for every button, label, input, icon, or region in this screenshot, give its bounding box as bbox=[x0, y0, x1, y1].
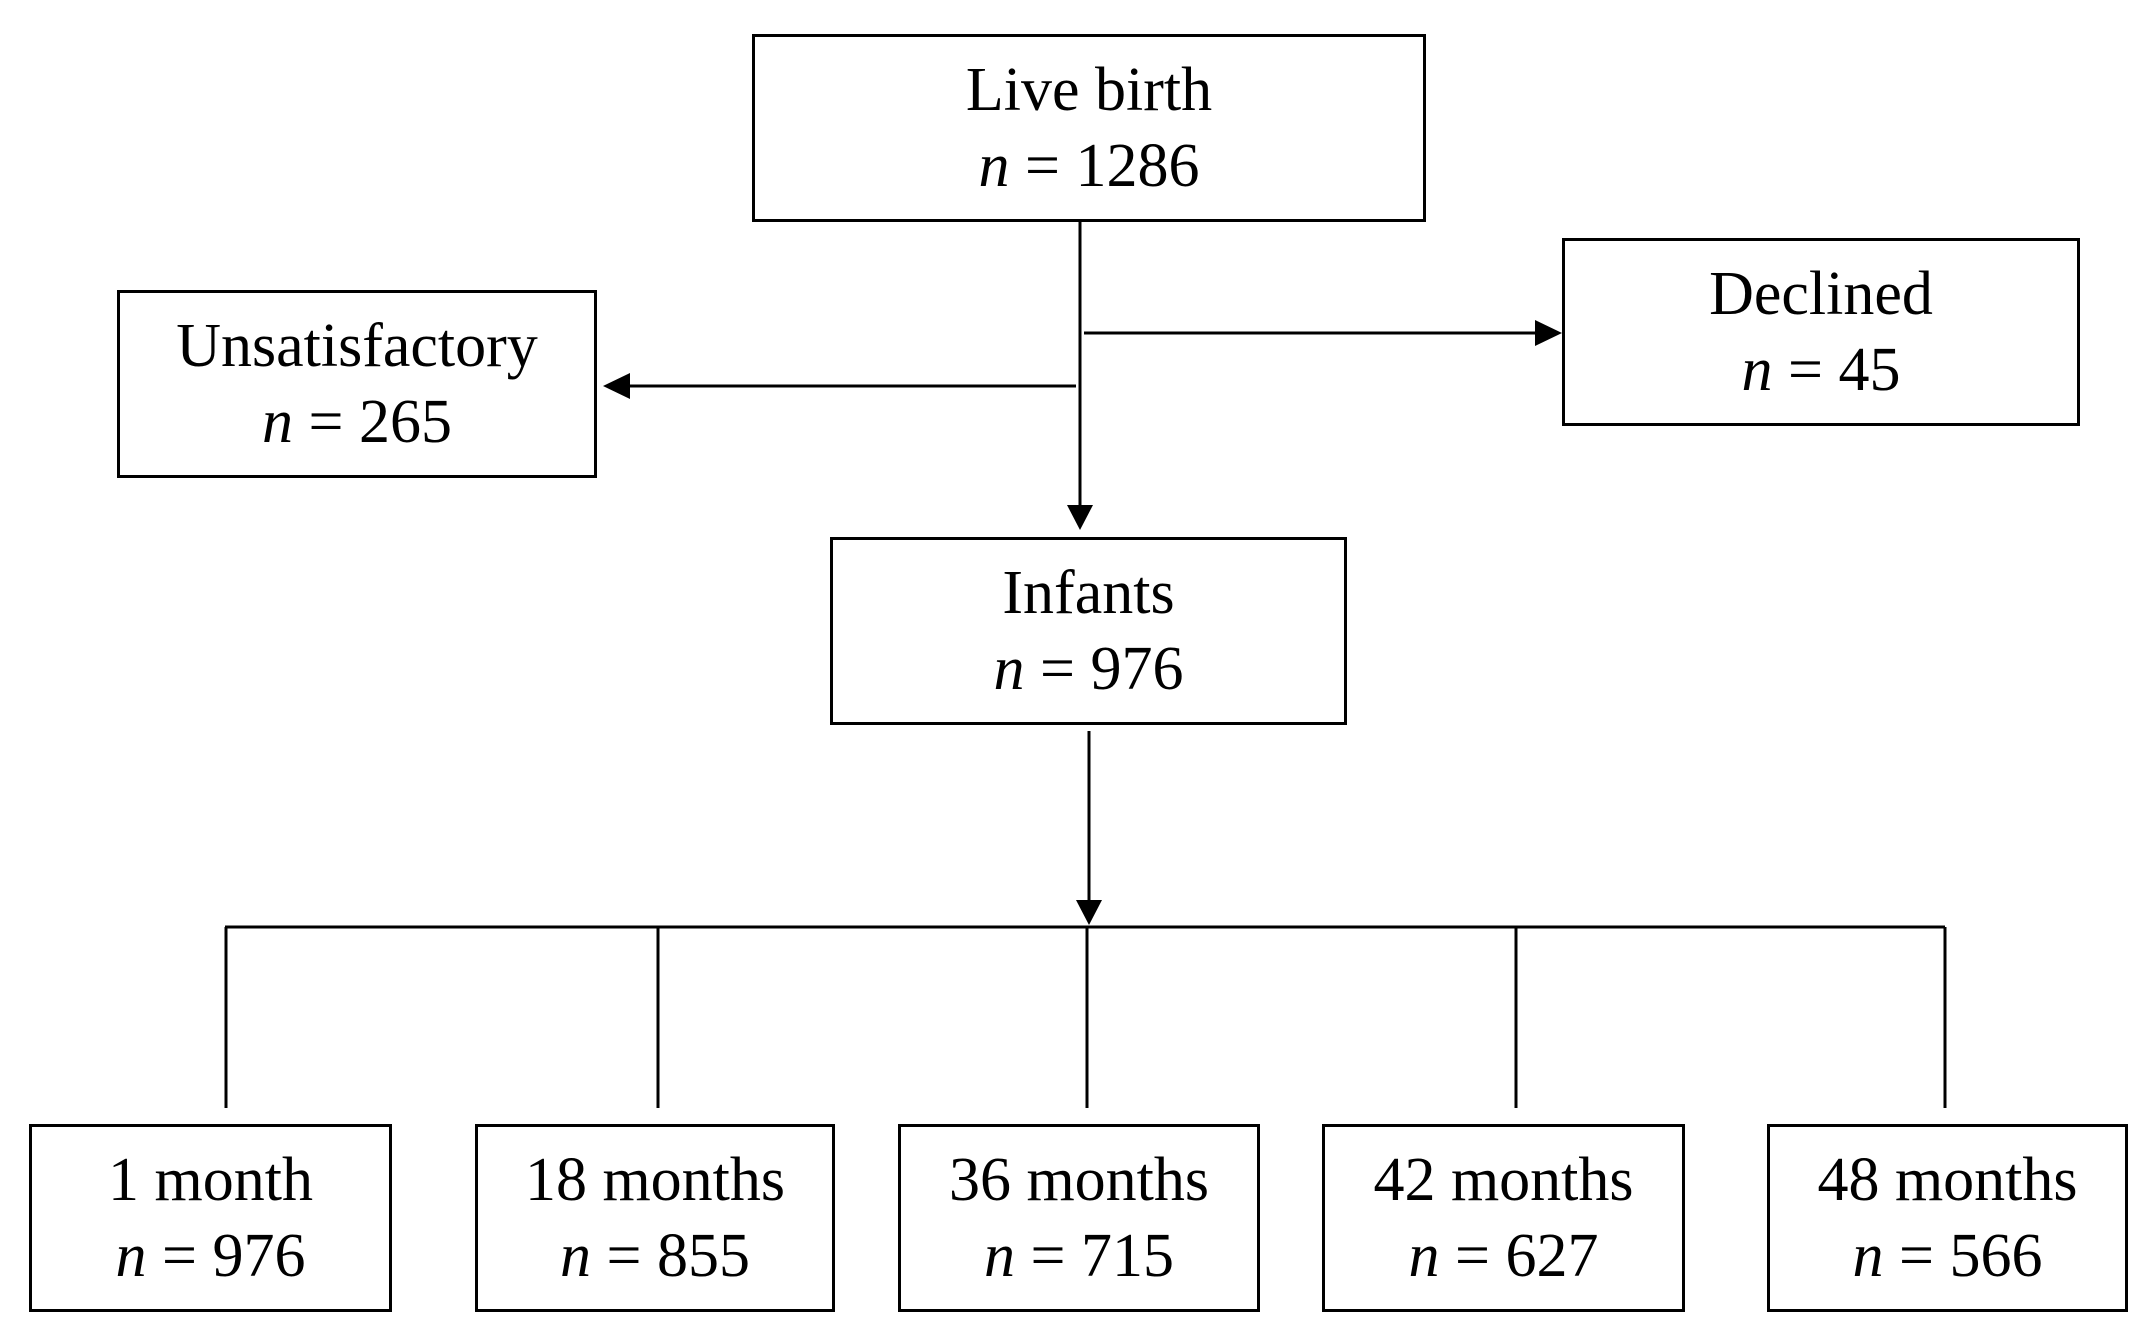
followup-36-months-count: n = 715 bbox=[984, 1222, 1174, 1290]
declined-count: n = 45 bbox=[1741, 336, 1901, 404]
arrowhead-declined bbox=[1535, 320, 1562, 346]
followup-1-month-label: 1 month bbox=[108, 1146, 313, 1214]
declined-label: Declined bbox=[1709, 260, 1933, 328]
followup-36-months-box: 36 months n = 715 bbox=[898, 1124, 1260, 1312]
followup-42-months-box: 42 months n = 627 bbox=[1322, 1124, 1685, 1312]
followup-18-months-count: n = 855 bbox=[560, 1222, 750, 1290]
declined-box: Declined n = 45 bbox=[1562, 238, 2080, 426]
followup-48-months-box: 48 months n = 566 bbox=[1767, 1124, 2128, 1312]
live-birth-box: Live birth n = 1286 bbox=[752, 34, 1426, 222]
arrowhead-unsatisfactory bbox=[603, 373, 630, 399]
unsatisfactory-box: Unsatisfactory n = 265 bbox=[117, 290, 597, 478]
followup-18-months-label: 18 months bbox=[524, 1146, 786, 1214]
followup-1-month-count: n = 976 bbox=[115, 1222, 306, 1290]
arrowhead-infants bbox=[1067, 505, 1093, 530]
live-birth-count: n = 1286 bbox=[978, 132, 1200, 200]
infants-box: Infants n = 976 bbox=[830, 537, 1347, 725]
arrowhead-followup bbox=[1076, 900, 1102, 925]
followup-48-months-label: 48 months bbox=[1817, 1146, 2078, 1214]
followup-42-months-label: 42 months bbox=[1373, 1146, 1634, 1214]
live-birth-label: Live birth bbox=[965, 56, 1213, 124]
followup-48-months-count: n = 566 bbox=[1852, 1222, 2043, 1290]
unsatisfactory-count: n = 265 bbox=[262, 388, 452, 456]
followup-18-months-box: 18 months n = 855 bbox=[475, 1124, 835, 1312]
followup-1-month-box: 1 month n = 976 bbox=[29, 1124, 392, 1312]
followup-42-months-count: n = 627 bbox=[1408, 1222, 1599, 1290]
infants-count: n = 976 bbox=[993, 635, 1184, 703]
infants-label: Infants bbox=[1002, 559, 1175, 627]
unsatisfactory-label: Unsatisfactory bbox=[176, 312, 538, 380]
followup-36-months-label: 36 months bbox=[948, 1146, 1210, 1214]
